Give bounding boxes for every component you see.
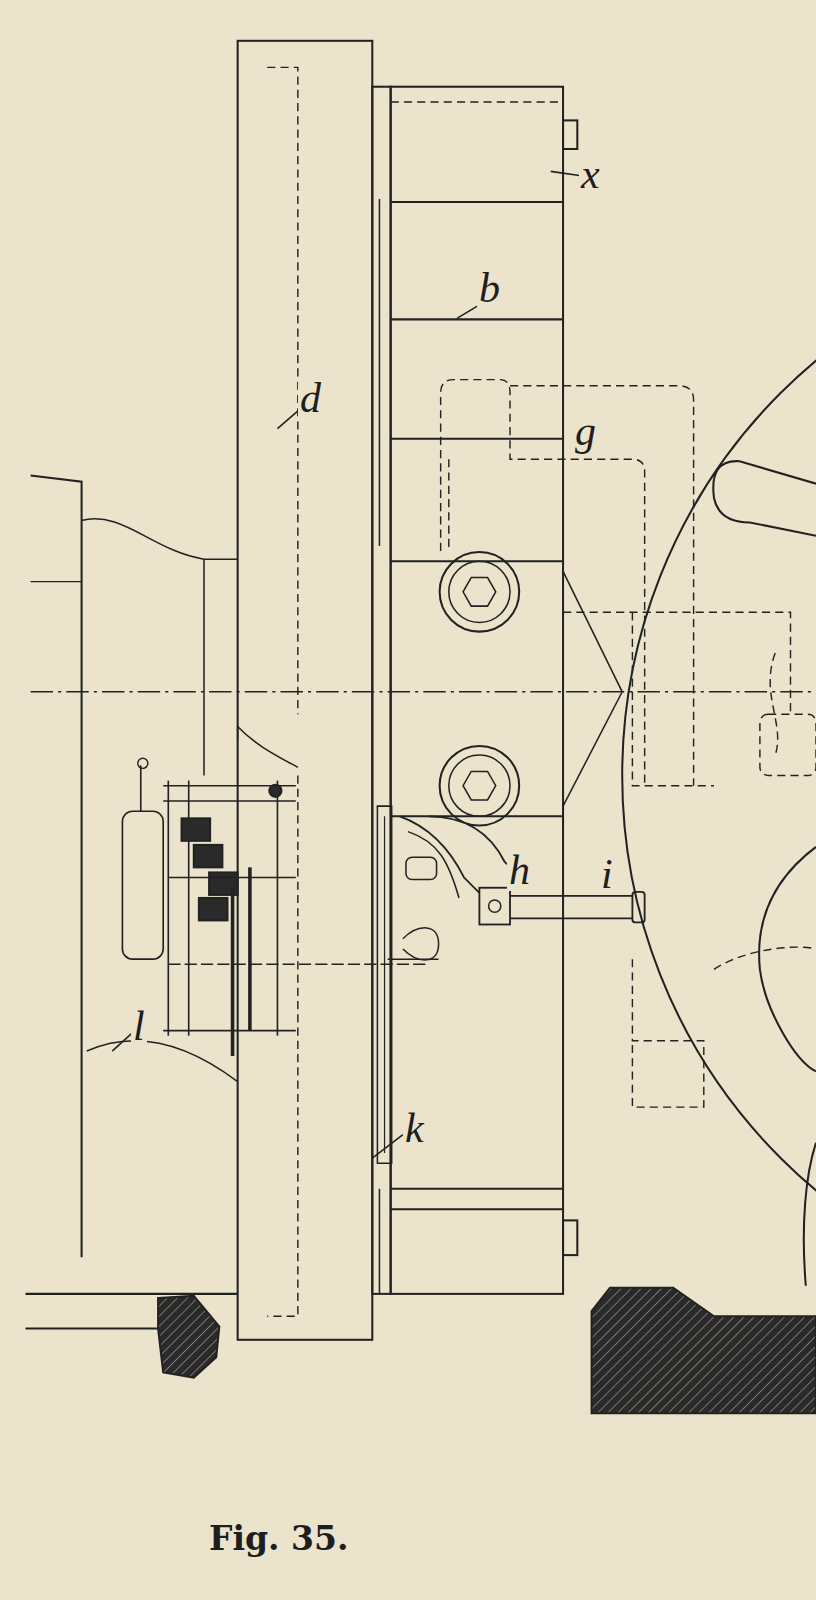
callout-letter: i: [599, 853, 615, 895]
callout-letter: l: [131, 1005, 147, 1047]
callout-letter: x: [579, 153, 602, 195]
callout-letter: b: [477, 267, 502, 309]
callout-letter: k: [403, 1107, 426, 1149]
figure-caption: Fig. 35.: [209, 1522, 348, 1555]
callout-letter: h: [507, 849, 532, 891]
callout-letter: d: [298, 377, 323, 419]
callout-letter: g: [573, 410, 598, 452]
